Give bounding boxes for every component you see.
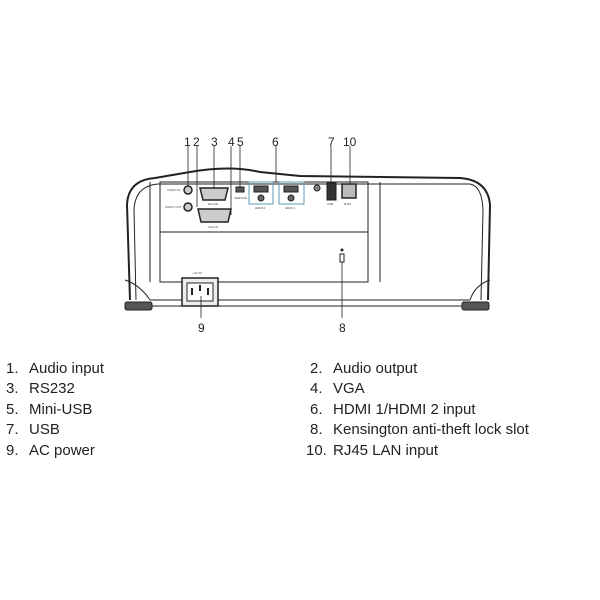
hdmi2-label: HDMI 2 <box>255 206 265 210</box>
legend-label: Kensington anti-theft lock slot <box>333 421 529 438</box>
screw-icon <box>313 184 321 192</box>
legend-number: 7. <box>6 421 19 438</box>
rs232-label: RS-232 <box>208 202 219 206</box>
legend-label: Audio output <box>333 360 418 377</box>
leader-lines <box>187 146 351 318</box>
legend-number: 2. <box>310 360 323 377</box>
hdmi2-frame <box>248 181 274 205</box>
hdmi2-screw <box>257 194 265 202</box>
legend-number: 6. <box>310 401 323 418</box>
legend-number: 5. <box>6 401 19 418</box>
callout-7: 7 <box>328 135 335 149</box>
legend-number: 3. <box>6 380 19 397</box>
legend-number: 9. <box>6 442 19 459</box>
legend-label: AC power <box>29 442 95 459</box>
hdmi1-screw <box>287 194 295 202</box>
callout-4: 4 <box>228 135 235 149</box>
legend-label: Mini-USB <box>29 401 93 418</box>
legend-label: Audio input <box>29 360 105 377</box>
callout-8: 8 <box>339 321 346 335</box>
mini-usb-label: SERVICE <box>234 196 247 200</box>
legend-item: 5. Mini-USB <box>6 401 92 418</box>
callout-1: 1 <box>184 135 191 149</box>
legend-item: 3. RS232 <box>6 380 75 397</box>
audio-in-port <box>183 185 193 195</box>
hdmi2-port <box>253 185 269 193</box>
legend-label: RJ45 LAN input <box>333 442 439 459</box>
legend-item: 4. VGA <box>310 380 365 397</box>
feet <box>124 301 490 311</box>
legend-item: 8. Kensington anti-theft lock slot <box>310 421 529 438</box>
audio-out-label: AUDIO OUT <box>165 205 182 209</box>
ac-pins <box>191 285 209 295</box>
vga-label: VGA IN <box>208 225 218 229</box>
callout-3: 3 <box>211 135 218 149</box>
callout-5: 5 <box>237 135 244 149</box>
legend-number: 10. <box>306 442 327 459</box>
legend-item: 9. AC power <box>6 442 95 459</box>
hdmi1-label: HDMI 1 <box>285 206 295 210</box>
usb-label: USB <box>327 202 333 206</box>
legend-label: RS232 <box>29 380 75 397</box>
legend-number: 8. <box>310 421 323 438</box>
hdmi1-port <box>283 185 299 193</box>
legend-label: HDMI 1/HDMI 2 input <box>333 401 476 418</box>
legend-item: 10. RJ45 LAN input <box>306 442 438 459</box>
legend-label: VGA <box>333 380 365 397</box>
callout-2: 2 <box>193 135 200 149</box>
callout-9: 9 <box>198 321 205 335</box>
rj45-label: RJ45 <box>344 202 351 206</box>
mini-usb-port <box>235 186 245 193</box>
callout-10: 10 <box>343 135 357 149</box>
callout-6: 6 <box>272 135 279 149</box>
vga-port <box>197 208 232 223</box>
legend-label: USB <box>29 421 60 438</box>
lock-icon <box>340 248 344 252</box>
legend-item: 7. USB <box>6 421 60 438</box>
rj45-port <box>341 183 357 199</box>
ac-label: ~AC IN <box>192 271 202 275</box>
kensington-lock-slot <box>339 253 345 263</box>
hdmi1-frame <box>278 181 305 205</box>
legend-item: 1. Audio input <box>6 360 104 377</box>
audio-in-label: AUDIO IN <box>167 188 180 192</box>
legend-item: 2. Audio output <box>310 360 417 377</box>
audio-out-port <box>183 202 193 212</box>
ac-power-socket <box>186 282 214 302</box>
legend-number: 4. <box>310 380 323 397</box>
usb-port <box>326 182 337 201</box>
rs232-port <box>199 187 229 201</box>
legend-item: 6. HDMI 1/HDMI 2 input <box>310 401 476 418</box>
legend-number: 1. <box>6 360 19 377</box>
